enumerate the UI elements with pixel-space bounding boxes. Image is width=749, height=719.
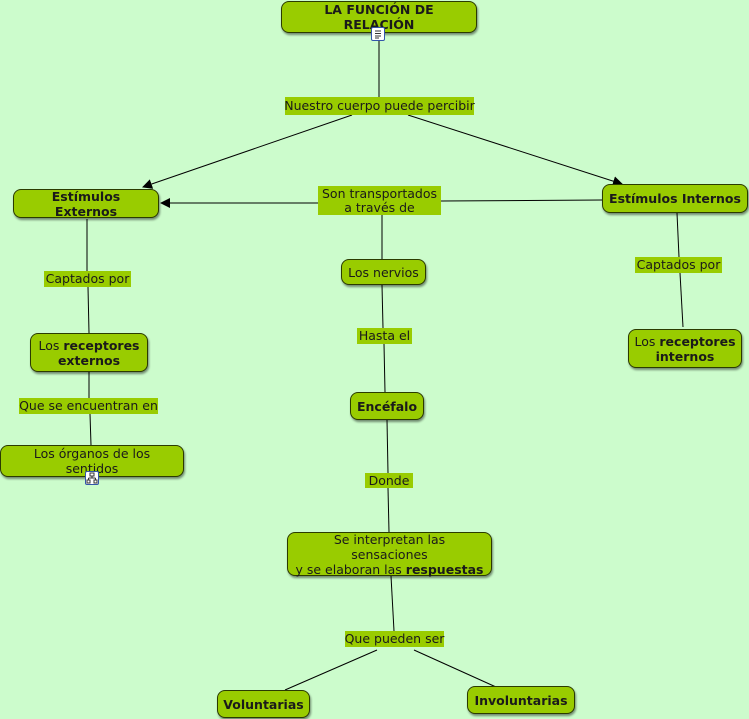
receptores-internos-line1: Los receptores <box>634 333 736 349</box>
receptores-externos-line2: externos <box>57 352 121 368</box>
estimulos-externos-text: Estímulos Externos <box>51 188 121 219</box>
receptores-externos-line1: Los receptores <box>38 337 140 353</box>
edge-percibir-internos <box>407 114 623 186</box>
document-icon[interactable] <box>371 27 385 41</box>
interpretan-line2: y se elaboran las respuestas <box>295 561 484 577</box>
encefalo-text: Encéfalo <box>356 398 418 414</box>
edge-captados-receptores-ext <box>87 286 90 334</box>
encefalo-node[interactable]: Encéfalo <box>350 392 424 420</box>
receptores-internos-line2: internos <box>655 348 715 364</box>
edge-internos-captados <box>676 212 680 258</box>
edge-nervios-hasta <box>381 284 384 329</box>
receptores-externos-node[interactable]: Los receptores externos <box>30 333 148 372</box>
edge-donde-interpretan <box>387 487 390 533</box>
involuntarias-node[interactable]: Involuntarias <box>467 686 575 714</box>
organos-sentidos-text: Los órganos de los sentidos <box>33 446 151 476</box>
edge-captados-receptores-int <box>679 272 684 328</box>
involuntarias-text: Involuntarias <box>474 692 568 708</box>
link-transportados[interactable]: Son transportados a través de <box>318 186 441 215</box>
receptores-internos-node[interactable]: Los receptores internos <box>628 329 742 368</box>
edge-interpretan-pueden <box>390 575 395 632</box>
edge-pueden-involuntarias <box>413 649 497 688</box>
interpretan-line1: Se interpretan las sensaciones <box>333 531 446 562</box>
edge-encuentran-organos <box>89 413 92 446</box>
link-hasta[interactable]: Hasta el <box>357 328 412 344</box>
nervios-node[interactable]: Los nervios <box>341 259 426 285</box>
link-percibir[interactable]: Nuestro cuerpo puede percibir <box>284 97 475 115</box>
concept-map-icon[interactable] <box>85 471 99 485</box>
edge-hasta-encefalo <box>383 343 386 393</box>
estimulos-internos-node[interactable]: Estímulos Internos <box>602 184 748 213</box>
edge-internos-transportados <box>440 199 603 202</box>
voluntarias-node[interactable]: Voluntarias <box>217 690 310 718</box>
link-donde[interactable]: Donde <box>365 473 413 488</box>
nervios-text: Los nervios <box>348 264 419 280</box>
link-captados-externos[interactable]: Captados por <box>44 271 131 287</box>
link-encuentran[interactable]: Que se encuentran en <box>19 398 158 414</box>
voluntarias-text: Voluntarias <box>223 696 304 712</box>
edge-pueden-voluntarias <box>284 649 378 691</box>
edge-encefalo-donde <box>386 419 389 474</box>
estimulos-externos-node[interactable]: Estímulos Externos <box>13 188 159 219</box>
link-captados-internos[interactable]: Captados por <box>635 257 722 273</box>
estimulos-internos-text: Estímulos Internos <box>609 191 741 206</box>
interpretan-node[interactable]: Se interpretan las sensaciones y se elab… <box>287 531 492 577</box>
link-pueden-ser[interactable]: Que pueden ser <box>344 631 445 647</box>
edge-percibir-externos <box>142 114 353 189</box>
title-text: LA FUNCIÓN DE RELACIÓN <box>324 2 434 32</box>
